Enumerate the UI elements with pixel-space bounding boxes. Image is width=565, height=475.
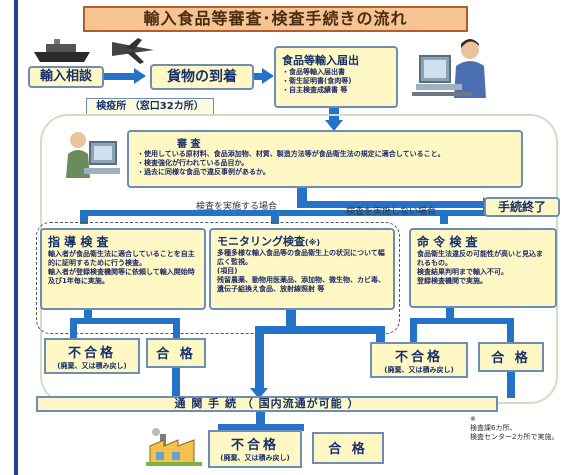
review-title: 審 査 [177,139,201,150]
fail-label: 不合格 [67,346,116,361]
monitoring-inspection-body: 多種多様な輸入食品等の食品衛生上の状況について幅広く監視。 (項目) 残留農薬、… [217,249,385,293]
fail-note: (廃棄、又は積み戻し) [384,366,454,374]
footnote: ※ 検査課6カ所、 検査センター2カ所で実施。 [470,415,565,442]
pass-label: 合 格 [328,442,368,457]
order-inspection-body: 食品衛生法違反の可能性が高いと見込まれるもの。 検査結果判明まで輸入不可。 登録… [417,250,543,285]
fail-label: 不合格 [230,438,279,453]
arrow-consult-to-arrival [104,73,136,80]
arrow-arrival-to-notification [254,73,266,80]
notification-item: ・食品等輸入届出書 [282,68,345,76]
notification-item: ・自主検査成績書 等 [282,86,348,94]
arrow-guidance-right [173,318,180,338]
arrow-monitoring-left [255,326,264,390]
arrival-box: 貨物の到着 [150,64,254,90]
arrow-pass-to-customs [172,368,180,398]
arrow-monitoring-bar [255,326,385,334]
order-inspection-title: 命 令 検 査 [417,235,478,249]
arrow-branch-left [80,210,520,216]
review-item: ・使用している原材料、食品添加物、材質、製造方法等が食品衛生法の規定に適合してい… [137,150,445,158]
arrow-down-order [440,210,448,224]
guidance-inspection-box: 指 導 検 査 輸入者が食品衛生法に適合していることを自主的に証明するために行う… [40,228,206,310]
order-inspection-box: 命 令 検 査 食品衛生法違反の可能性が高いと見込まれるもの。 検査結果判明まで… [409,228,557,308]
review-item: ・検査強化が行われている品目か。 [137,159,249,167]
monitoring-inspection-title: モニタリング検査 [217,235,305,248]
page-title: 輸入食品等審査･検査手続きの流れ [83,6,468,32]
guidance-inspection-body: 輸入者が食品衛生法に適合していることを自主的に証明するために行う検査。 輸入者が… [48,250,195,285]
arrow-guidance-split [84,310,92,322]
pass-label: 合 格 [491,351,531,366]
person-computer-icon [412,36,492,106]
arrow-head-right [134,68,146,84]
arrow-guidance-split-bar [70,318,180,324]
branch-no-inspect-label: 検査を実施しない場合 [346,207,437,217]
arrow-customs-split [218,424,304,431]
arrow-branch-right [297,201,485,208]
import-notification-box: 食品等輸入届出 ・食品等輸入届出書 ・衛生証明書(食肉等) ・自主検査成績書 等 [274,46,398,108]
review-box: 審 査 ・使用している原材料、食品添加物、材質、製造方法等が食品衛生法の規定に適… [127,130,523,188]
guidance-pass-box: 合 格 [146,338,206,368]
notification-title: 食品等輸入届出 [282,54,359,67]
review-item: ・過去に同様な食品で違反事例があるか。 [137,168,270,176]
arrow-customs-down [256,412,265,428]
left-frame-line [14,0,18,475]
monitoring-inspection-box: モニタリング検査(※) 多種多様な輸入食品等の食品衛生上の状況について幅広く監視… [209,228,395,310]
arrow-head-down [325,120,343,131]
arrow-order-left [410,318,417,342]
factory-icon [146,428,202,466]
arrow-review-down [297,188,307,208]
order-pass-box: 合 格 [478,342,544,372]
procedure-complete-box: 手続終了 [484,197,560,217]
arrow-order-right [507,318,514,342]
inspection-types-frame [36,222,400,334]
arrow-head-right [262,68,274,84]
guidance-inspection-title: 指 導 検 査 [48,235,109,249]
order-fail-box: 不合格 (廃棄、又は積み戻し) [370,342,468,378]
arrow-head-down [250,388,268,399]
final-pass-box: 合 格 [312,432,384,464]
monitoring-footnote-mark: (※) [305,238,321,247]
consult-box: 輸入相談 [28,66,104,88]
footnote-text: 検査課6カ所、 検査センター2カ所で実施。 [470,424,559,441]
pass-label: 合 格 [156,347,196,362]
monitoring-inspection-title-row: モニタリング検査(※) [217,233,387,249]
final-fail-box: 不合格 (廃棄、又は積み戻し) [208,430,302,468]
fail-note: (廃棄、又は積み戻し) [220,454,290,462]
arrow-pass-to-customs [507,372,515,398]
arrow-guidance-left [70,318,77,338]
arrow-order-bar [410,318,514,324]
arrow-order-down [446,308,454,322]
arrow-down-guidance [80,210,88,224]
arrow-down-monitoring [271,210,279,224]
notification-item: ・衛生証明書(食肉等) [282,77,352,85]
arrow-monitoring-right [376,326,385,346]
ship-plane-icon [30,36,160,66]
arrow-monitoring-down [286,310,296,328]
guidance-fail-box: 不合格 (廃棄、又は積み戻し) [44,338,140,374]
customs-procedure-bar: 通 関 手 続 （ 国内流通が可能 ） [36,396,498,412]
fail-label: 不合格 [394,350,443,365]
footnote-mark: ※ [470,415,476,423]
fail-note: (廃棄、又は積み戻し) [57,362,127,370]
branch-inspect-label: 検査を実施する場合 [196,202,278,212]
reviewer-computer-icon [60,128,122,186]
